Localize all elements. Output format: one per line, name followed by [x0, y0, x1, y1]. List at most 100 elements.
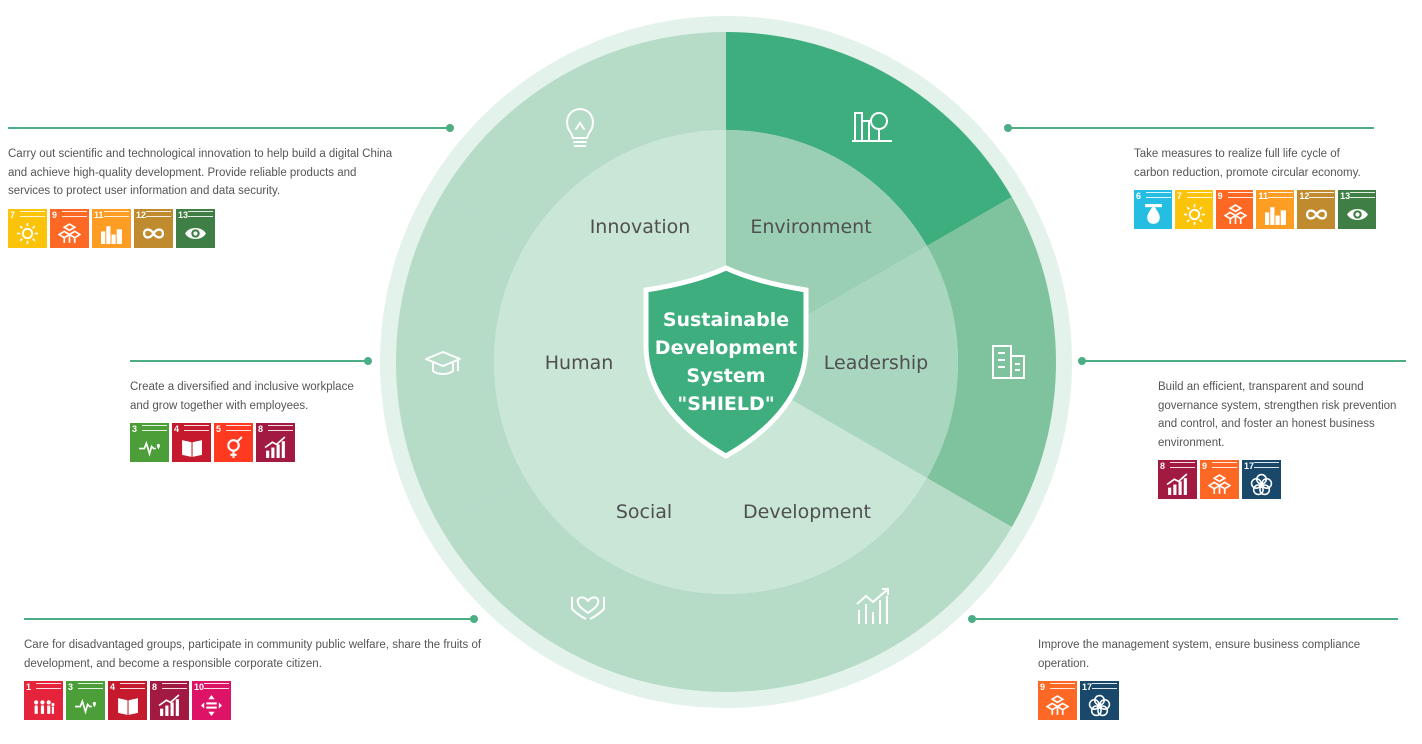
sdg-goal-title-lines — [1350, 192, 1376, 198]
sdg-goal-13-tile: 13 — [1338, 190, 1376, 229]
connector-line — [130, 360, 368, 362]
outer-sector-social — [440, 478, 726, 692]
segment-label-development: Development — [743, 501, 871, 523]
sdg-goal-number: 8 — [1160, 461, 1166, 471]
sdg-goal-title-lines — [1170, 462, 1195, 468]
sdg-goal-12-tile: 12 — [134, 208, 173, 248]
sdg-goal-title-lines — [184, 425, 209, 431]
sdg-goal-3-tile: 3 — [130, 423, 169, 462]
segment-label-leadership: Leadership — [824, 352, 928, 374]
sdg-goal-13-tile: 13 — [176, 208, 215, 248]
sdg-goal-17-tile: 17 — [1080, 681, 1119, 720]
sdg-goal-17-tile: 17 — [1242, 460, 1281, 499]
sdg-goal-title-lines — [62, 210, 87, 217]
sdg-goal-title-lines — [1146, 192, 1171, 198]
human-description: Create a diversified and inclusive workp… — [130, 381, 354, 412]
sdg-tiles: 7 9 11 12 13 — [8, 208, 398, 248]
development-block: Improve the management system, ensure bu… — [968, 612, 1408, 720]
sdg-goal-number: 8 — [152, 682, 158, 692]
sdg-tiles: 1 3 4 8 10 — [24, 681, 484, 720]
sdg-goal-11-tile: 11 — [1256, 190, 1295, 229]
sdg-goal-number: 9 — [1202, 461, 1208, 471]
sdg-goal-number: 1 — [26, 682, 32, 692]
sdg-tiles: 3 4 5 8 — [130, 423, 375, 462]
sdg-goal-4-tile: 4 — [108, 681, 147, 720]
connector-line — [24, 618, 474, 620]
social-description: Care for disadvantaged groups, participa… — [24, 639, 482, 670]
sdg-goal-number: 12 — [1299, 191, 1310, 201]
sdg-goal-number: 4 — [174, 424, 180, 434]
development-connector — [968, 612, 1408, 626]
sdg-goal-number: 3 — [68, 682, 74, 692]
sdg-goal-9-tile: 9 — [1215, 190, 1254, 229]
sdg-goal-title-lines — [1212, 462, 1237, 468]
outer-sector-human — [395, 197, 526, 527]
human-block: Create a diversified and inclusive workp… — [130, 354, 375, 462]
segment-label-social: Social — [616, 501, 672, 523]
sdg-goal-3-tile: 3 — [66, 681, 105, 720]
sdg-goal-5-tile: 5 — [214, 423, 253, 462]
innovation-description: Carry out scientific and technological i… — [8, 148, 393, 197]
shield-title-line-3: System — [686, 365, 765, 387]
sdg-goal-number: 12 — [136, 209, 147, 220]
sdg-goal-number: 9 — [1217, 191, 1223, 201]
sdg-goal-12-tile: 12 — [1297, 190, 1336, 229]
sdg-goal-number: 5 — [216, 424, 222, 434]
sdg-goal-1-tile: 1 — [24, 681, 63, 720]
sdg-goal-10-tile: 10 — [192, 681, 231, 720]
shield-shape — [643, 265, 809, 459]
sdg-goal-9-tile: 9 — [1038, 681, 1077, 720]
social-block: Care for disadvantaged groups, participa… — [24, 612, 484, 720]
sdg-goal-title-lines — [162, 683, 187, 689]
sdg-goal-9-tile: 9 — [1200, 460, 1239, 499]
sdg-goal-title-lines — [146, 210, 171, 217]
social-connector — [24, 612, 484, 626]
lightbulb-icon — [566, 107, 594, 147]
sdg-goal-number: 4 — [110, 682, 116, 692]
city-tree-icon — [852, 112, 892, 142]
sdg-goal-title-lines — [1050, 683, 1075, 689]
sdg-goal-title-lines — [1186, 192, 1212, 198]
sdg-goal-number: 7 — [10, 209, 16, 220]
sdg-goal-8-tile: 8 — [150, 681, 189, 720]
sdg-goal-title-lines — [1254, 462, 1279, 468]
growth-chart-icon — [856, 588, 889, 624]
sdg-goal-4-tile: 4 — [172, 423, 211, 462]
leadership-block: Build an efficient, transparent and soun… — [1078, 354, 1416, 499]
sdg-goal-number: 13 — [1340, 191, 1351, 201]
sdg-goal-title-lines — [78, 683, 103, 689]
development-description: Improve the management system, ensure bu… — [1038, 639, 1361, 670]
sdg-goal-number: 11 — [1258, 191, 1268, 201]
connector-line — [1082, 360, 1406, 362]
sdg-goal-title-lines — [226, 425, 251, 431]
sdg-goal-title-lines — [188, 210, 213, 217]
sdg-goal-number: 7 — [1176, 191, 1182, 201]
sdg-goal-8-tile: 8 — [256, 423, 295, 462]
sdg-goal-title-lines — [20, 210, 45, 217]
segment-label-innovation: Innovation — [590, 216, 691, 238]
sdg-goal-title-lines — [36, 683, 61, 689]
shield-title-line-4: "SHIELD" — [677, 393, 774, 415]
sdg-goal-7-tile: 7 — [1174, 190, 1213, 229]
innovation-connector — [8, 121, 454, 135]
sdg-goal-number: 8 — [258, 424, 264, 434]
environment-description: Take measures to realize full life cycle… — [1134, 148, 1361, 179]
sdg-goal-number: 11 — [94, 209, 104, 220]
sdg-goal-7-tile: 7 — [8, 208, 47, 248]
connector-line — [1008, 127, 1374, 129]
sdg-tiles: 8 9 17 — [1158, 460, 1416, 499]
sdg-goal-number: 9 — [52, 209, 58, 220]
sdg-goal-number: 3 — [132, 424, 138, 434]
leadership-description: Build an efficient, transparent and soun… — [1158, 381, 1397, 449]
environment-block: Take measures to realize full life cycle… — [1004, 121, 1376, 229]
sdg-goal-8-tile: 8 — [1158, 460, 1197, 499]
sdg-goal-title-lines — [1227, 192, 1253, 198]
sdg-goal-title-lines — [204, 683, 229, 689]
sdg-goal-title-lines — [1092, 683, 1117, 689]
sdg-goal-title-lines — [1268, 192, 1294, 198]
sdg-goal-title-lines — [104, 210, 129, 217]
sdg-goal-number: 13 — [178, 209, 189, 220]
